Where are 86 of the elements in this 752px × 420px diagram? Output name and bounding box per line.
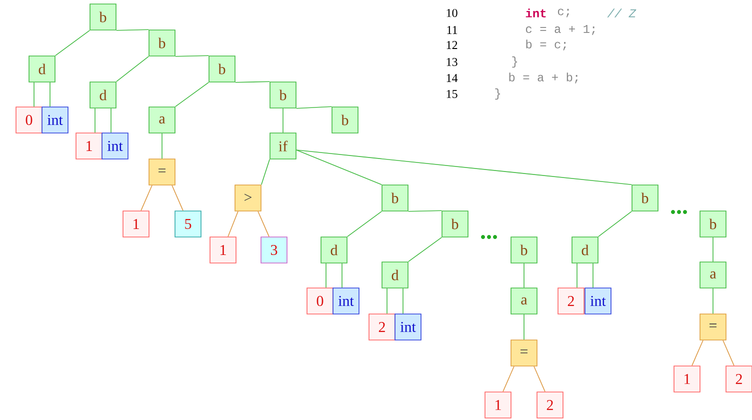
number-box: 3 — [260, 236, 288, 264]
tree-node-box: a — [148, 106, 176, 134]
tree-node-box: b — [632, 184, 658, 212]
number-box: 1 — [484, 392, 512, 418]
connector-line — [502, 366, 514, 392]
tree-node-box: b — [442, 210, 468, 238]
connector-line — [712, 236, 714, 262]
connector-line — [172, 184, 184, 211]
number-box: 2 — [536, 392, 564, 418]
number-box: 0 — [306, 288, 334, 314]
code-line: c = a + 1; — [526, 24, 595, 36]
tree-node-box: b — [270, 82, 296, 108]
connector-line — [235, 81, 270, 83]
connector-line — [94, 108, 96, 133]
tree-node-box: d — [572, 236, 598, 264]
number-box: 2 — [726, 366, 752, 392]
connector-line — [140, 184, 152, 211]
connector-line — [175, 55, 210, 57]
line-number: 15 — [446, 90, 458, 98]
line-number: 10 — [446, 8, 458, 18]
tree-node-box: b — [382, 184, 408, 212]
type-box: int — [584, 288, 612, 314]
connector-line — [408, 236, 442, 262]
connector-line — [592, 263, 594, 288]
connector-line — [258, 210, 270, 237]
connector-line — [175, 82, 210, 107]
tree-node-box: d — [90, 82, 116, 108]
operator-box: = — [148, 158, 176, 186]
connector-line — [116, 56, 150, 82]
tree-node-box: b — [510, 236, 538, 264]
tree-node-box: d — [320, 236, 348, 264]
tree-node-box: a — [700, 262, 726, 288]
connector-line — [576, 263, 578, 288]
connector-line — [402, 288, 404, 314]
line-number: 14 — [446, 74, 458, 82]
code-line: b = a + b; — [509, 72, 578, 84]
connector-line — [722, 340, 734, 366]
connector-line — [116, 29, 150, 31]
connector-line — [282, 108, 284, 133]
connector-line — [228, 210, 238, 237]
tree-node-box: a — [510, 288, 538, 314]
connector-line — [386, 288, 388, 314]
tree-node-box: if — [270, 132, 296, 160]
connector-line — [261, 158, 270, 185]
number-box: 1 — [210, 236, 236, 264]
connector-line — [296, 106, 332, 109]
connector-line — [296, 150, 632, 185]
number-box: 1 — [122, 210, 150, 238]
tree-node-box: d — [28, 56, 56, 82]
number-box: 5 — [174, 210, 202, 238]
type-box: int — [102, 132, 128, 160]
tree-node-box: b — [90, 4, 116, 30]
number-box: 1 — [674, 366, 700, 392]
tree-node-box: b — [332, 106, 358, 134]
connector-line — [408, 210, 442, 212]
tree-node-box: d — [382, 262, 408, 288]
type-box: int — [332, 288, 360, 314]
code-line: } — [512, 56, 518, 68]
line-number: 11 — [447, 26, 458, 34]
number-box: 2 — [558, 288, 584, 314]
connector-line — [55, 30, 90, 56]
connector-line — [534, 366, 546, 392]
number-box: 2 — [368, 314, 396, 340]
line-number: 13 — [446, 58, 458, 66]
operator-box: = — [510, 340, 538, 366]
tree-node-box: b — [208, 56, 236, 82]
type-box: int — [394, 314, 422, 340]
operator-box: > — [234, 184, 262, 212]
connector-line — [692, 340, 704, 366]
tree-node-box: b — [700, 210, 726, 238]
connector-line — [347, 210, 382, 237]
code-comment: // Z — [607, 8, 636, 18]
number-box: 1 — [76, 132, 102, 160]
connector-line — [712, 288, 714, 314]
line-number: 12 — [446, 41, 458, 49]
tree-node-box: b — [148, 30, 176, 56]
code-line: } — [495, 88, 500, 100]
code-keyword: int — [526, 8, 546, 18]
connector-line — [598, 210, 632, 237]
code-line: b = c; — [526, 40, 566, 50]
code-line: c; — [558, 8, 569, 18]
connector-line — [110, 108, 112, 133]
number-box: 0 — [16, 106, 42, 134]
type-box: int — [42, 106, 68, 134]
connector-line — [296, 150, 382, 185]
operator-box: = — [700, 314, 726, 340]
